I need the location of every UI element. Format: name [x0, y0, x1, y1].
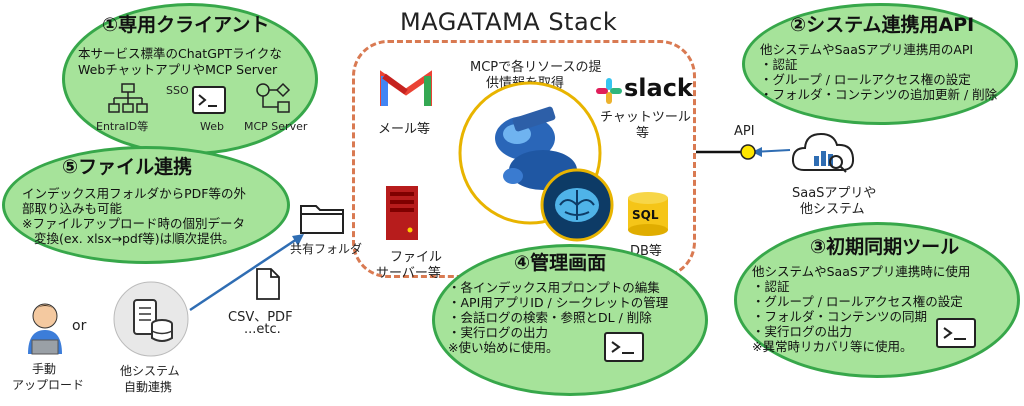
- center-caption-1: MCPで各リソースの提: [470, 60, 602, 75]
- gmail-icon: [380, 70, 432, 106]
- saas-label-2: 他システム: [800, 202, 865, 217]
- client-bubble: [62, 3, 318, 155]
- saas-label-1: SaaSアプリや: [792, 186, 877, 201]
- auto-label-2: 自動連携: [124, 380, 173, 394]
- auto-label-1: 他システム: [120, 364, 180, 378]
- api-line-4: ・フォルダ・コンテンツの追加更新 / 削除: [760, 87, 998, 102]
- admin-line-2: ・API用アプリID / シークレットの管理: [448, 295, 669, 310]
- admin-line-5: ※使い始めに使用。: [448, 340, 559, 355]
- file-line-2: 部取り込みも可能: [22, 201, 123, 216]
- sync-title: ③初期同期ツール: [810, 236, 960, 258]
- entraid-label: EntraID等: [96, 120, 149, 133]
- docs-label-1: CSV、PDF: [228, 310, 293, 325]
- api-label: API: [734, 124, 755, 139]
- api-line-1: 他システムやSaaSアプリ連携用のAPI: [760, 42, 974, 57]
- sql-database-icon: [628, 192, 668, 236]
- slack-wordmark: slack: [624, 74, 693, 102]
- cloud-analytics-icon: [791, 132, 855, 173]
- admin-line-1: ・各インデックス用プロンプトの編集: [448, 280, 660, 295]
- sync-line-5: ・実行ログの出力: [752, 324, 853, 339]
- person-with-laptop-icon: [28, 303, 62, 355]
- mcp-server-label: MCP Server: [244, 120, 308, 133]
- api-line-2: ・認証: [760, 57, 798, 72]
- or-label: or: [72, 318, 87, 334]
- client-title: ①専用クライアント: [102, 14, 270, 36]
- web-label: Web: [200, 120, 224, 133]
- api-bubble: [742, 3, 1018, 125]
- manual-label-1: 手動: [32, 362, 57, 376]
- web-terminal-icon: [192, 86, 226, 114]
- chat-label-1: チャットツール: [600, 110, 691, 125]
- file-line-1: インデックス用フォルダからPDF等の外: [22, 186, 246, 201]
- sso-label: SSO: [166, 84, 189, 97]
- sync-line-4: ・フォルダ・コンテンツの同期: [752, 309, 928, 324]
- client-line-2: WebチャットアプリやMCP Server: [78, 62, 278, 77]
- admin-line-3: ・会話ログの検索・参照とDL / 削除: [448, 310, 652, 325]
- sql-label: SQL: [632, 208, 659, 222]
- folder-icon: [300, 205, 344, 234]
- file-line-3: ※ファイルアップロード時の個別データ: [22, 216, 245, 231]
- document-icon: [256, 268, 280, 300]
- mcp-server-icon: [256, 82, 291, 113]
- stack-title: MAGATAMA Stack: [400, 8, 618, 36]
- sync-line-2: ・認証: [752, 279, 790, 294]
- org-chart-icon: [108, 83, 148, 113]
- client-line-1: 本サービス標準のChatGPTライクな: [78, 46, 282, 61]
- file-server-icon: [386, 186, 418, 240]
- docs-label-2: ...etc.: [244, 322, 281, 337]
- admin-line-4: ・実行ログの出力: [448, 325, 549, 340]
- sync-line-3: ・グループ / ロールアクセス権の設定: [752, 294, 963, 309]
- sync-bubble: [734, 222, 1020, 378]
- admin-terminal-icon: [604, 332, 644, 362]
- brain-icon: [540, 168, 614, 242]
- admin-title: ④管理画面: [514, 252, 607, 274]
- sync-terminal-icon: [936, 318, 976, 348]
- api-node-icon: [740, 144, 756, 160]
- fileserver-label-2: サーバー等: [376, 266, 441, 281]
- sync-line-1: 他システムやSaaSアプリ連携時に使用: [752, 264, 971, 279]
- file-title: ⑤ファイル連携: [62, 156, 193, 178]
- api-line-3: ・グループ / ロールアクセス権の設定: [760, 72, 971, 87]
- shared-folder-label: 共有フォルダ: [290, 242, 363, 256]
- api-title: ②システム連携用API: [790, 14, 975, 36]
- file-bubble: [2, 146, 290, 264]
- mail-label: メール等: [378, 122, 431, 137]
- chat-label-2: 等: [636, 126, 650, 141]
- fileserver-label-1: ファイル: [390, 250, 443, 265]
- sync-line-6: ※異常時リカバリ等に使用。: [752, 339, 913, 354]
- admin-bubble: [432, 244, 708, 396]
- server-database-circle-icon: [113, 281, 189, 357]
- slack-icon: [596, 78, 622, 104]
- manual-label-2: アップロード: [12, 378, 85, 392]
- file-line-4: 変換(ex. xlsx→pdf等)は順次提供。: [34, 231, 235, 246]
